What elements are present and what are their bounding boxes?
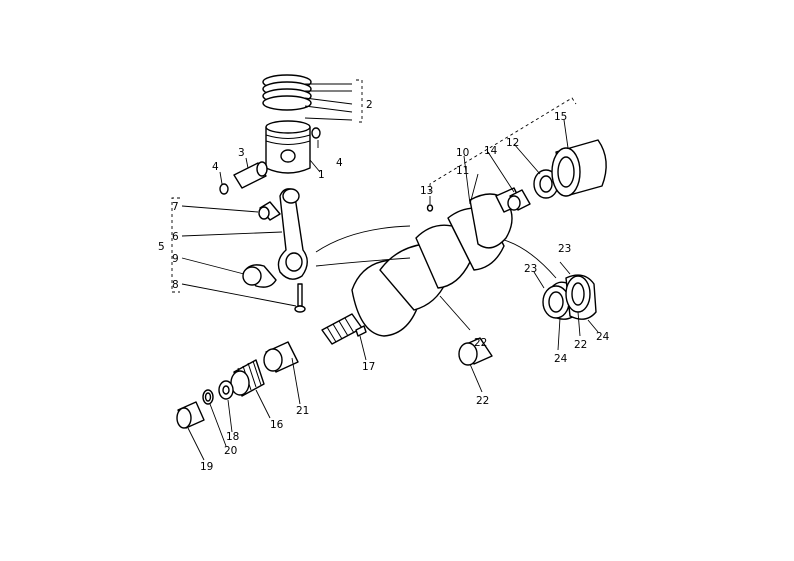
bracket-crank-rear <box>429 97 577 192</box>
callout-labels: 1 2 3 4 4 5 6 7 8 9 10 11 12 13 14 15 16… <box>158 99 610 473</box>
callout-17: 17 <box>362 361 375 373</box>
bracket-rings <box>356 79 363 123</box>
piston-pin-clip-left <box>219 183 229 195</box>
callout-4-right: 4 <box>336 157 343 169</box>
callout-3: 3 <box>238 147 245 159</box>
callout-1: 1 <box>318 169 325 181</box>
rod-bolt <box>294 283 306 313</box>
front-bearing <box>263 341 299 373</box>
callout-14: 14 <box>484 145 498 157</box>
callout-18: 18 <box>226 431 239 443</box>
callout-22-middle: 22 <box>476 395 489 407</box>
connecting-rod <box>277 188 308 280</box>
callout-20: 20 <box>224 445 237 457</box>
piston-pin-clip-right <box>311 127 321 139</box>
callout-4-left: 4 <box>212 161 219 173</box>
oil-seal-rear <box>551 139 607 197</box>
shaft-key <box>355 325 367 337</box>
callout-21: 21 <box>296 405 309 417</box>
drive-gear <box>230 359 265 397</box>
main-bearing-middle <box>458 337 493 366</box>
callout-2: 2 <box>366 99 373 111</box>
callout-15: 15 <box>554 111 567 123</box>
spacer <box>507 189 531 211</box>
leader-lines <box>181 83 599 461</box>
callout-19: 19 <box>200 461 213 473</box>
oil-seal-front <box>176 401 205 429</box>
thrust-washer <box>218 380 234 400</box>
woodruff-key <box>426 204 434 212</box>
callout-5: 5 <box>158 241 165 253</box>
callout-9: 9 <box>172 253 179 265</box>
callout-23-right: 23 <box>558 243 571 255</box>
callout-10: 10 <box>456 147 469 159</box>
assembly-arrows <box>315 225 557 279</box>
callout-8: 8 <box>172 279 179 291</box>
small-end-bushing <box>258 201 281 221</box>
callout-13: 13 <box>420 185 433 197</box>
callout-23-left: 23 <box>524 263 537 275</box>
callout-6: 6 <box>172 231 179 243</box>
main-bearing-set <box>542 274 597 320</box>
piston <box>265 120 311 174</box>
piston-rings <box>262 74 312 111</box>
callout-7: 7 <box>172 201 179 213</box>
big-end-bearing <box>242 264 277 288</box>
callout-22-right-b: 22 <box>474 337 487 349</box>
callout-24-bottom: 24 <box>554 353 568 365</box>
callout-11: 11 <box>456 165 469 177</box>
callout-16: 16 <box>270 419 284 431</box>
piston-pin <box>233 161 268 189</box>
callout-22-right-a: 22 <box>574 339 587 351</box>
callout-12: 12 <box>506 137 519 149</box>
bracket-conrod <box>171 197 180 293</box>
snap-ring <box>202 389 214 405</box>
callout-24-right: 24 <box>596 331 610 343</box>
crankshaft <box>321 187 523 345</box>
